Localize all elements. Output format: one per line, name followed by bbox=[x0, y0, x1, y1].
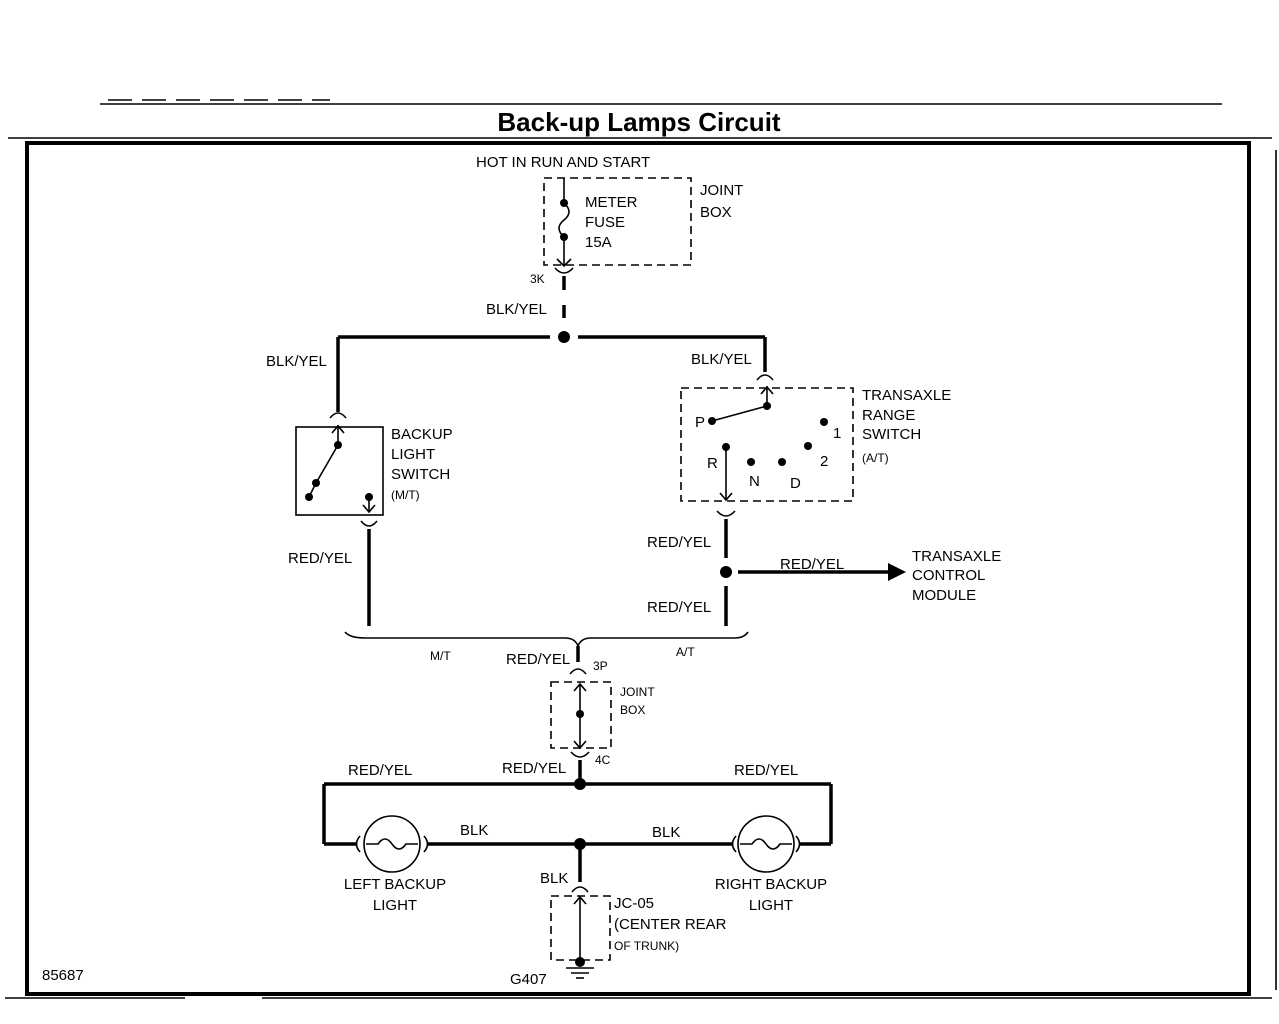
jc05-arrow-icon bbox=[573, 895, 587, 905]
trs-label-1: TRANSAXLE bbox=[862, 387, 951, 404]
fuse-icon bbox=[558, 202, 570, 238]
at-out-label: RED/YEL bbox=[647, 534, 711, 551]
trs-label-3: SWITCH bbox=[862, 426, 921, 443]
at-pos-r-label: R bbox=[707, 455, 718, 472]
mt-switch-output-arrow-icon bbox=[362, 504, 376, 514]
right-lamp-connector-icon-r bbox=[795, 835, 801, 853]
at-switch-pos-p bbox=[708, 417, 716, 425]
joint-box-top-label-2: BOX bbox=[700, 204, 732, 221]
backup-switch-label-2: LIGHT bbox=[391, 446, 435, 463]
backup-light-switch bbox=[295, 426, 384, 516]
left-ground-label: BLK bbox=[460, 822, 488, 839]
mt-out-label: RED/YEL bbox=[288, 550, 352, 567]
at-lower-label: RED/YEL bbox=[647, 599, 711, 616]
right-lamp-connector-icon-l bbox=[731, 835, 737, 853]
tcm-arrow-icon bbox=[888, 563, 906, 581]
jc05-label-3: OF TRUNK) bbox=[614, 939, 679, 953]
left-lamp-filament-icon bbox=[366, 838, 418, 850]
splice-top bbox=[558, 331, 570, 343]
splice-at bbox=[720, 566, 732, 578]
ground-drop-label: BLK bbox=[540, 870, 568, 887]
ground-point bbox=[575, 957, 585, 967]
jb-in-arrow-icon bbox=[573, 682, 587, 692]
at-switch-blade bbox=[711, 405, 768, 422]
from-joint-box-label: RED/YEL bbox=[502, 760, 566, 777]
right-lamp-label-2: LIGHT bbox=[749, 897, 793, 914]
at-pos-n-label: N bbox=[749, 473, 760, 490]
left-lamp-label-1: LEFT BACKUP bbox=[344, 876, 446, 893]
jb-out-arrow-icon bbox=[573, 740, 587, 750]
right-lamp-feed-label: RED/YEL bbox=[734, 762, 798, 779]
at-switch-pos-1 bbox=[820, 418, 828, 426]
diagram-frame bbox=[25, 141, 1251, 996]
page-title: Back-up Lamps Circuit bbox=[497, 107, 781, 137]
at-switch-pos-d bbox=[778, 458, 786, 466]
tcm-label-3: MODULE bbox=[912, 587, 976, 604]
at-pos-d-label: D bbox=[790, 475, 801, 492]
at-switch-pos-n bbox=[747, 458, 755, 466]
variant-brace bbox=[344, 631, 749, 649]
left-lamp-connector-icon-r bbox=[423, 835, 429, 853]
jb-splice bbox=[576, 710, 584, 718]
left-lamp-bulb-icon bbox=[363, 815, 421, 873]
backup-switch-label-1: BACKUP bbox=[391, 426, 453, 443]
joint-box-bottom-label-2: BOX bbox=[620, 703, 645, 717]
right-ground-label: BLK bbox=[652, 824, 680, 841]
mt-switch-connector-icon bbox=[329, 412, 347, 419]
connector-3p-label: 3P bbox=[593, 659, 608, 673]
backup-switch-label-4: (M/T) bbox=[391, 488, 420, 502]
joint-box-top-label-1: JOINT bbox=[700, 182, 743, 199]
connector-4c-icon bbox=[570, 751, 590, 758]
at-switch-pos-2 bbox=[804, 442, 812, 450]
at-pos-1-label: 1 bbox=[833, 425, 841, 442]
jc05-label-1: JC-05 bbox=[614, 895, 654, 912]
trs-label-2: RANGE bbox=[862, 407, 915, 424]
at-switch-r-arrow-icon bbox=[719, 492, 733, 502]
fuse-label-2: FUSE bbox=[585, 214, 625, 231]
fuse-label-3: 15A bbox=[585, 234, 612, 251]
figure-number: 85687 bbox=[42, 967, 84, 984]
left-lamp-connector-icon-l bbox=[355, 835, 361, 853]
tcm-label-1: TRANSAXLE bbox=[912, 548, 1001, 565]
at-switch-out-connector-icon bbox=[716, 510, 736, 517]
right-lamp-bulb-icon bbox=[737, 815, 795, 873]
mt-switch-out-connector-icon bbox=[360, 520, 378, 527]
at-switch-arrow-icon bbox=[760, 385, 774, 395]
variant-mt-label: M/T bbox=[430, 649, 451, 663]
backup-switch-label-3: SWITCH bbox=[391, 466, 450, 483]
left-lamp-label-2: LIGHT bbox=[373, 897, 417, 914]
connector-3k-icon bbox=[554, 267, 574, 274]
fuse-arrow-icon bbox=[556, 258, 572, 268]
mt-switch-blade bbox=[315, 444, 339, 484]
left-branch-label: BLK/YEL bbox=[266, 353, 327, 370]
tcm-wire-label: RED/YEL bbox=[780, 556, 844, 573]
at-switch-connector-icon bbox=[756, 374, 774, 381]
variant-at-label: A/T bbox=[676, 645, 695, 659]
joint-box-bottom-label-1: JOINT bbox=[620, 685, 655, 699]
jc05-box bbox=[550, 895, 611, 961]
splice-lamp-feed bbox=[574, 778, 586, 790]
at-pos-2-label: 2 bbox=[820, 453, 828, 470]
feed-wire-label: BLK/YEL bbox=[486, 301, 547, 318]
mt-switch-arrow-icon bbox=[331, 424, 345, 434]
to-joint-box-label: RED/YEL bbox=[506, 651, 570, 668]
tcm-label-2: CONTROL bbox=[912, 567, 985, 584]
connector-3k-label: 3K bbox=[530, 272, 545, 286]
fuse-label-1: METER bbox=[585, 194, 638, 211]
connector-4c-label: 4C bbox=[595, 753, 611, 767]
at-pos-p-label: P bbox=[695, 414, 705, 431]
jc05-label-2: (CENTER REAR bbox=[614, 916, 727, 933]
mt-switch-contact-2 bbox=[305, 493, 313, 501]
power-label: HOT IN RUN AND START bbox=[476, 154, 650, 171]
left-lamp-feed-label: RED/YEL bbox=[348, 762, 412, 779]
right-lamp-label-1: RIGHT BACKUP bbox=[715, 876, 827, 893]
ground-label: G407 bbox=[510, 971, 547, 988]
right-lamp-filament-icon bbox=[740, 838, 792, 850]
right-branch-label: BLK/YEL bbox=[691, 351, 752, 368]
connector-3p-icon bbox=[569, 668, 587, 675]
jc05-connector-icon bbox=[571, 886, 589, 893]
trs-label-4: (A/T) bbox=[862, 451, 889, 465]
